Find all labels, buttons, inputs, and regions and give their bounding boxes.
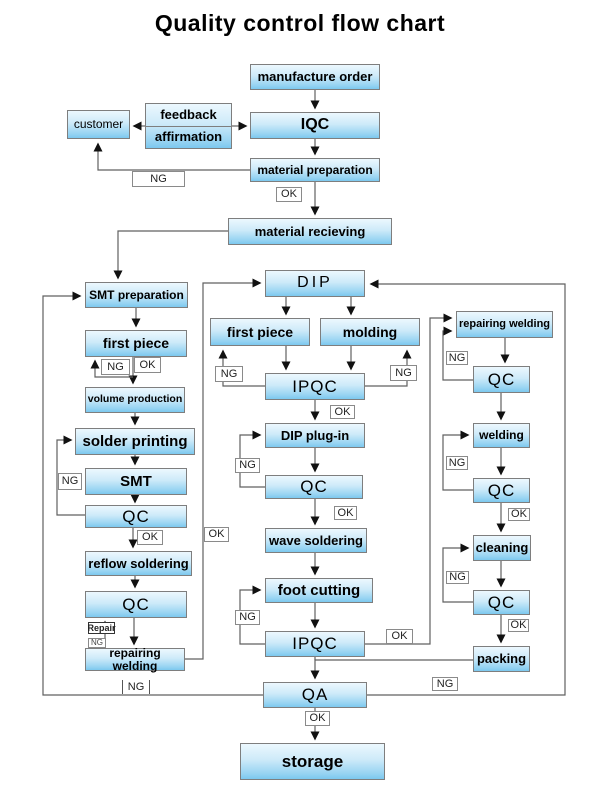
ok-label-to-dip: OK bbox=[204, 527, 229, 542]
node-ipqc-foot: IPQC bbox=[265, 631, 365, 657]
node-qc-welding: QC bbox=[473, 478, 530, 503]
node-reflow-soldering: reflow soldering bbox=[85, 551, 192, 576]
repair-label: Repair bbox=[87, 622, 116, 634]
ok-label-qa: OK bbox=[305, 711, 330, 726]
ok-label-qc-cleaning: OK bbox=[508, 619, 529, 632]
node-solder-printing: solder printing bbox=[75, 428, 195, 455]
page-title: Quality control flow chart bbox=[154, 10, 446, 36]
ng-label-qa-right: NG bbox=[432, 677, 458, 691]
ng-label-dip-plug-in: NG bbox=[235, 458, 260, 473]
ng-label-qa-left: NG bbox=[122, 680, 150, 694]
node-volume-production: volume production bbox=[85, 387, 185, 413]
node-cleaning: cleaning bbox=[473, 535, 531, 561]
ng-label-ipqc-left: NG bbox=[215, 366, 243, 382]
node-storage: storage bbox=[240, 743, 385, 780]
node-ipqc-dip: IPQC bbox=[265, 373, 365, 400]
ng-label-solder-printing: NG bbox=[58, 473, 82, 490]
node-dip-plug-in: DIP plug-in bbox=[265, 423, 365, 448]
node-material-recieving: material recieving bbox=[228, 218, 392, 245]
ok-label-qc-welding: OK bbox=[508, 508, 530, 521]
ng-label-foot-cutting: NG bbox=[235, 610, 260, 625]
node-customer: customer bbox=[67, 110, 130, 139]
node-wave-soldering: wave soldering bbox=[265, 528, 367, 553]
ok-label-qc-dip: OK bbox=[334, 506, 357, 520]
ng-label-qc-welding: NG bbox=[446, 456, 468, 470]
node-dip: DIP bbox=[265, 270, 365, 297]
node-first-piece-left: first piece bbox=[85, 330, 187, 357]
ok-label-ipqc-foot: OK bbox=[386, 629, 413, 644]
ok-label-ipqc-dip: OK bbox=[330, 405, 355, 419]
node-material-preparation: material preparation bbox=[250, 158, 380, 182]
ok-label-material-preparation: OK bbox=[276, 187, 302, 202]
node-qc-repair: QC bbox=[473, 366, 530, 393]
node-repairing-welding-left: repairing welding bbox=[85, 647, 185, 672]
ng-label-repair: NG bbox=[88, 638, 106, 648]
ng-label-ipqc-right: NG bbox=[390, 365, 417, 381]
node-feedback: feedback bbox=[146, 104, 231, 127]
node-repairing-welding-right: repairing welding bbox=[456, 311, 553, 338]
node-qa: QA bbox=[263, 682, 367, 708]
node-smt: SMT bbox=[85, 468, 187, 495]
node-manufacture-order: manufacture order bbox=[250, 64, 380, 90]
node-qc-reflow: QC bbox=[85, 591, 187, 618]
node-welding: welding bbox=[473, 423, 530, 448]
node-smt-preparation: SMT preparation bbox=[85, 282, 188, 308]
node-qc-dip: QC bbox=[265, 475, 363, 499]
node-iqc: IQC bbox=[250, 112, 380, 139]
node-qc-smt: QC bbox=[85, 505, 187, 528]
node-molding: molding bbox=[320, 318, 420, 346]
ng-label-first-piece-left: NG bbox=[101, 359, 130, 375]
node-foot-cutting: foot cutting bbox=[265, 578, 373, 603]
ok-label-first-piece-left: OK bbox=[134, 357, 161, 373]
node-qc-cleaning: QC bbox=[473, 590, 530, 615]
ng-label-iqc: NG bbox=[132, 171, 185, 187]
ok-label-qc-smt: OK bbox=[137, 530, 163, 545]
ng-label-qc-cleaning: NG bbox=[446, 571, 469, 584]
node-packing: packing bbox=[473, 646, 530, 672]
node-feedback-affirmation: feedback affirmation bbox=[145, 103, 232, 149]
node-first-piece-dip: first piece bbox=[210, 318, 310, 346]
ng-label-qc-repair: NG bbox=[446, 351, 468, 365]
node-affirmation: affirmation bbox=[154, 129, 223, 145]
